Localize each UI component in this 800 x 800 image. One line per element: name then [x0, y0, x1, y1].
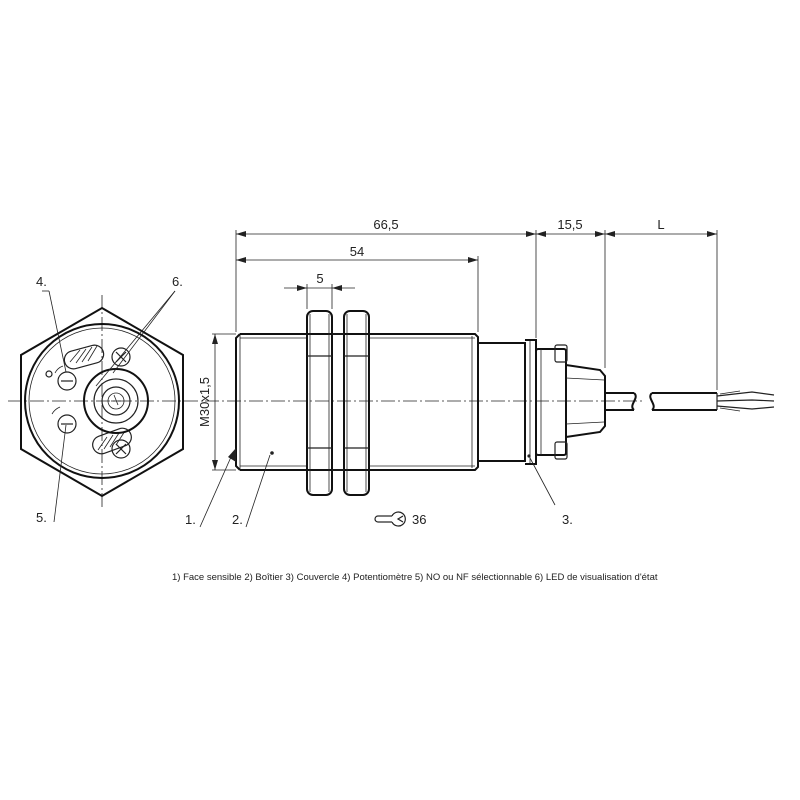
cover-screw-bottom-icon [111, 439, 131, 459]
rotate-arrow-icon [54, 365, 64, 374]
callout-4-label: 4. [36, 274, 47, 289]
callout-3-label: 3. [562, 512, 573, 527]
rotate-arrow-icon-2 [51, 406, 61, 415]
side-view [205, 310, 775, 496]
callout-6-leader-a [112, 290, 176, 374]
cover-led-dot [527, 454, 531, 458]
housing-marker-dot [270, 451, 274, 455]
potentiometer-screw-icon [57, 371, 77, 391]
housing-face-inner-circle [28, 327, 176, 475]
dim-thread-label: M30x1,5 [197, 377, 212, 427]
housing-body-outline [240, 333, 479, 471]
dim-housing-label: 54 [350, 244, 364, 259]
mounting-nut-2 [343, 310, 370, 496]
dim-nut-label: 5 [316, 271, 323, 286]
cable-gland-face [83, 368, 149, 434]
callout-6-label: 6. [172, 274, 183, 289]
cover-flange [525, 339, 537, 465]
mounting-nut-1 [306, 310, 333, 496]
wrench-icon [374, 511, 406, 527]
sensing-face-marker [228, 448, 236, 462]
cable [605, 390, 775, 412]
hexagon-nut-outline [20, 306, 184, 498]
dimension-lines [212, 230, 718, 471]
side-view-callouts [199, 454, 556, 528]
callout-2-leader [245, 454, 271, 528]
selector-screw-icon [57, 414, 77, 434]
callout-4-leader [48, 290, 67, 373]
potentiometer-slot [63, 344, 105, 370]
led-icon [45, 370, 53, 378]
housing-collar [478, 342, 526, 462]
callout-2-label: 2. [232, 512, 243, 527]
callout-5-leader [53, 424, 67, 523]
dim-overall-label: 66,5 [373, 217, 398, 232]
end-view [8, 290, 205, 523]
sensing-face-outline [235, 333, 241, 471]
wrench-size-label: 36 [412, 512, 426, 527]
callout-6-leader-b [95, 290, 176, 387]
callout-5-label: 5. [36, 510, 47, 525]
callout-1-label: 1. [185, 512, 196, 527]
callout-3-leader [529, 457, 556, 506]
housing-face-circle [24, 323, 180, 479]
callout-1-leader [199, 456, 232, 528]
cable-gland [535, 344, 606, 460]
legend-text: 1) Face sensible 2) Boîtier 3) Couvercle… [172, 572, 658, 583]
dim-cap-label: 15,5 [557, 217, 582, 232]
dim-cable-label: L [657, 217, 664, 232]
